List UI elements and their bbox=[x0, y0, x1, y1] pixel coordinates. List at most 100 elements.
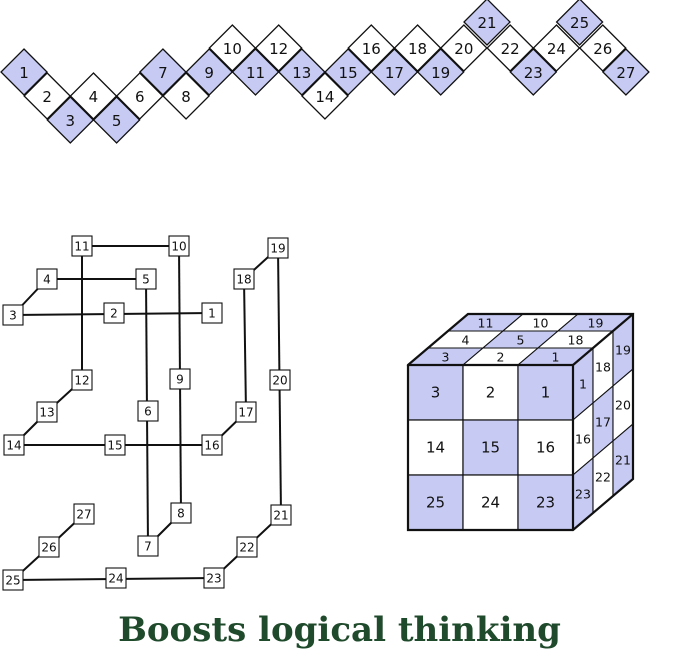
cube-top-label: 3 bbox=[442, 350, 450, 365]
strip-cell bbox=[393, 24, 442, 72]
lattice-node-label: 13 bbox=[39, 406, 54, 420]
lattice-node bbox=[267, 237, 289, 259]
lattice-node bbox=[2, 304, 24, 326]
strip-cell bbox=[92, 96, 141, 144]
lattice-node bbox=[236, 536, 258, 558]
lattice-node bbox=[73, 503, 95, 525]
strip-cell-label: 20 bbox=[454, 40, 473, 58]
diamond-strip: 1234567891011121314151617181920212223242… bbox=[0, 0, 650, 144]
lattice-node-label: 27 bbox=[76, 508, 91, 522]
lattice-node bbox=[137, 535, 159, 557]
strip-cell bbox=[46, 96, 95, 144]
lattice-node-label: 10 bbox=[171, 240, 186, 254]
cube-top-edge bbox=[572, 313, 634, 366]
strip-cell-label: 24 bbox=[547, 40, 566, 58]
cube-front-cell bbox=[462, 364, 519, 421]
cube-top-label: 1 bbox=[552, 350, 560, 365]
strip-cell bbox=[416, 48, 465, 96]
strip-cell-label: 4 bbox=[89, 88, 99, 106]
strip-cell-label: 15 bbox=[339, 64, 358, 82]
lattice-edge bbox=[243, 278, 247, 413]
cube-top-label: 19 bbox=[588, 316, 604, 331]
lattice-node bbox=[169, 368, 191, 390]
strip-cell bbox=[254, 24, 303, 72]
cube-top-label: 2 bbox=[497, 350, 505, 365]
cube-front-label: 23 bbox=[536, 494, 555, 512]
lattice-node-label: 22 bbox=[239, 541, 254, 555]
strip-cell-label: 8 bbox=[181, 88, 191, 106]
strip-cell bbox=[23, 72, 72, 120]
lattice-node-label: 12 bbox=[74, 374, 89, 388]
strip-cell bbox=[601, 48, 650, 96]
strip-cell-label: 14 bbox=[315, 88, 334, 106]
lattice-node bbox=[168, 235, 190, 257]
lattice-node bbox=[71, 235, 93, 257]
lattice-node bbox=[105, 567, 127, 589]
strip-cell bbox=[486, 24, 535, 72]
strip-cell-label: 11 bbox=[246, 64, 265, 82]
strip-cell-label: 16 bbox=[362, 40, 381, 58]
lattice-node-label: 9 bbox=[176, 373, 184, 387]
strip-cell bbox=[301, 72, 349, 120]
strip-cell-label: 26 bbox=[593, 40, 612, 58]
lattice-node-label: 25 bbox=[5, 574, 20, 588]
strip-cell-label: 21 bbox=[477, 14, 496, 32]
cube-side-label: 22 bbox=[595, 470, 611, 485]
strip-cell bbox=[463, 0, 511, 46]
strip-cell bbox=[162, 72, 210, 120]
cube-top-label: 5 bbox=[517, 333, 525, 348]
lattice-node-label: 7 bbox=[144, 540, 152, 554]
cube-side-label: 19 bbox=[615, 343, 631, 358]
strip-cell-label: 6 bbox=[135, 88, 145, 106]
strip-cell bbox=[185, 48, 234, 96]
strip-cell-label: 12 bbox=[269, 40, 288, 58]
strip-cell bbox=[439, 24, 488, 72]
strip-cell-label: 17 bbox=[385, 64, 404, 82]
lattice-node-label: 24 bbox=[108, 572, 123, 586]
lattice-node bbox=[38, 536, 60, 558]
strip-cell-label: 23 bbox=[524, 64, 543, 82]
strip-cell bbox=[370, 48, 419, 96]
cube-side-label: 18 bbox=[595, 360, 611, 375]
lattice-node-label: 17 bbox=[238, 406, 253, 420]
cube-front-label: 24 bbox=[481, 494, 500, 512]
lattice-node bbox=[36, 268, 58, 290]
caption-text: Boosts logical thinking bbox=[118, 610, 561, 650]
strip-cell-label: 25 bbox=[570, 14, 589, 32]
lattice-node bbox=[201, 302, 223, 324]
strip-cell bbox=[509, 48, 558, 96]
cube-front-label: 2 bbox=[486, 384, 496, 402]
strip-cell bbox=[555, 0, 604, 46]
cube-front-label: 16 bbox=[536, 439, 555, 457]
lattice-node bbox=[270, 504, 292, 526]
lattice-node bbox=[235, 401, 257, 423]
cube-top-label: 18 bbox=[568, 333, 584, 348]
lattice-node-label: 6 bbox=[144, 405, 152, 419]
lattice-node-label: 18 bbox=[236, 273, 251, 287]
strip-cell bbox=[115, 72, 164, 120]
lattice-node bbox=[104, 434, 126, 456]
cube-top-label: 4 bbox=[462, 333, 470, 348]
cube-front-cell bbox=[407, 474, 464, 531]
strip-cell bbox=[532, 24, 581, 72]
cube-side-label: 20 bbox=[615, 398, 631, 413]
strip-cell-label: 10 bbox=[223, 40, 242, 58]
lattice-node-label: 8 bbox=[177, 507, 185, 521]
strip-cell bbox=[0, 48, 48, 96]
lattice-node bbox=[36, 401, 58, 423]
strip-cell-label: 19 bbox=[431, 64, 450, 82]
strip-cell bbox=[324, 48, 373, 96]
strip-cell-label: 22 bbox=[501, 40, 520, 58]
strip-cell bbox=[138, 48, 187, 96]
cube-side-label: 16 bbox=[575, 432, 591, 447]
lattice-node bbox=[201, 434, 223, 456]
cube-outline bbox=[406, 312, 635, 532]
lattice-node bbox=[203, 567, 225, 589]
strip-cell-label: 5 bbox=[112, 112, 122, 130]
lattice-node bbox=[3, 434, 25, 456]
strip-cell bbox=[347, 24, 396, 72]
lattice-node-label: 5 bbox=[142, 273, 150, 287]
